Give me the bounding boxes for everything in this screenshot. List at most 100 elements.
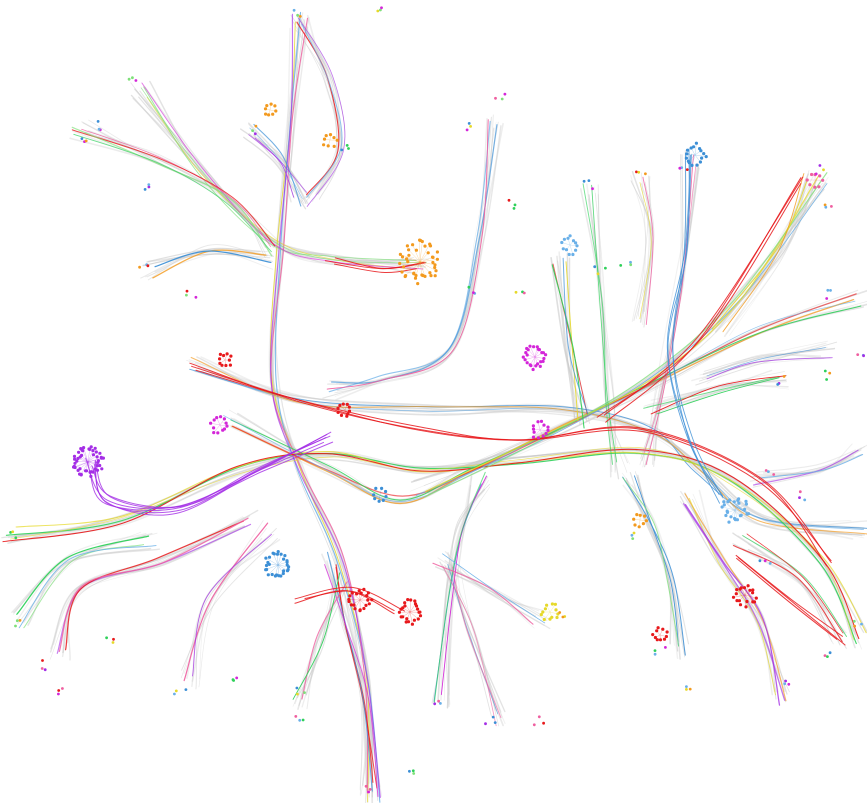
blue-edge bbox=[326, 551, 373, 792]
leaf-node bbox=[11, 530, 15, 534]
magenta-hub-cluster-node bbox=[528, 363, 532, 367]
orange-red-hub-cluster-node bbox=[400, 255, 405, 259]
leaf-node bbox=[376, 9, 380, 13]
yellow-cluster-node bbox=[553, 602, 558, 606]
leaf-node bbox=[484, 722, 487, 726]
red-cluster-node bbox=[664, 634, 669, 639]
leaf-node bbox=[251, 129, 255, 133]
purple-edge bbox=[298, 17, 346, 207]
magenta-cluster-spoke bbox=[213, 424, 221, 433]
grey-edge-bundle bbox=[654, 379, 787, 409]
leaf-node bbox=[294, 715, 298, 718]
light-blue-hub-cluster-node bbox=[732, 500, 736, 504]
red-cluster-node bbox=[228, 363, 232, 367]
orange-edge bbox=[722, 173, 805, 333]
red-cluster-node bbox=[366, 598, 370, 602]
orange-red-hub-cluster-node bbox=[426, 251, 430, 255]
purple-edge bbox=[89, 435, 331, 511]
red-cluster-spoke bbox=[348, 599, 361, 601]
red-cluster-node bbox=[734, 592, 738, 596]
leaf-node bbox=[368, 788, 372, 791]
red-hub-cluster-node bbox=[409, 598, 413, 602]
red-cluster-node bbox=[366, 591, 370, 595]
magenta-hub-cluster-node bbox=[537, 348, 542, 352]
yellow-edge bbox=[639, 182, 652, 320]
grey-edge-bundle bbox=[448, 567, 506, 713]
green-edge bbox=[16, 535, 150, 615]
blue-cluster-node bbox=[684, 156, 689, 160]
leaf-node bbox=[298, 718, 302, 722]
orange-cluster-node bbox=[324, 134, 328, 138]
red-cluster-node bbox=[745, 599, 749, 604]
orange-red-hub-cluster-node bbox=[433, 263, 437, 267]
leaf-node bbox=[80, 137, 84, 141]
purple-edge bbox=[270, 13, 381, 798]
purple-hub-cluster-spoke bbox=[83, 447, 89, 463]
blue-hub-cluster-node bbox=[282, 569, 286, 573]
magenta-cluster-node bbox=[532, 430, 536, 434]
magenta-edge bbox=[440, 475, 487, 696]
orange-red-hub-cluster-spoke bbox=[419, 244, 430, 263]
magenta-cluster-node bbox=[531, 427, 536, 431]
red-edge bbox=[746, 533, 844, 634]
pink-cluster-node bbox=[810, 172, 814, 177]
grey-edge-bundle bbox=[658, 383, 789, 409]
red-cluster-node bbox=[345, 414, 349, 418]
leaf-node bbox=[787, 682, 791, 686]
blue-hub-cluster-node bbox=[283, 554, 287, 558]
leaf-node bbox=[823, 203, 827, 207]
red-cluster-spoke bbox=[352, 592, 361, 601]
leaf-node bbox=[782, 375, 786, 378]
pink-edge bbox=[451, 566, 502, 719]
grey-edge-bundle bbox=[274, 19, 383, 797]
orange-red-hub-cluster-spoke bbox=[419, 261, 431, 273]
purple-hub-cluster-spoke bbox=[76, 460, 89, 463]
blue-hub-cluster-node bbox=[266, 560, 270, 565]
yellow-cluster-node bbox=[550, 602, 555, 606]
leaf-node bbox=[184, 688, 188, 691]
purple-hub-cluster-node bbox=[88, 470, 92, 474]
light-blue-hub-cluster-node bbox=[738, 514, 743, 518]
red-cluster-node bbox=[367, 602, 371, 606]
red-cluster-node bbox=[358, 609, 362, 613]
blue-cluster-node bbox=[686, 159, 691, 163]
light-blue-hub-cluster-node bbox=[722, 503, 726, 507]
yellow-cluster-node bbox=[542, 617, 546, 622]
grey-edge-bundle bbox=[297, 588, 341, 710]
red-cluster-spoke bbox=[736, 589, 746, 596]
orange-red-hub-cluster-node bbox=[430, 255, 435, 259]
grey-edge-bundle bbox=[154, 247, 274, 273]
pink-cluster-node bbox=[808, 183, 812, 187]
orange-cluster-node bbox=[633, 523, 637, 527]
grey-edge-bundle bbox=[62, 525, 246, 654]
leaf-node bbox=[173, 692, 176, 696]
magenta-cluster-node bbox=[531, 435, 536, 439]
red-cluster-node bbox=[746, 584, 750, 588]
purple-edge bbox=[684, 503, 781, 706]
orange-red-hub-cluster-spoke bbox=[401, 261, 421, 273]
leaf-node bbox=[494, 96, 497, 100]
orange-red-hub-cluster-spoke bbox=[419, 261, 423, 276]
orange-red-hub-cluster-node bbox=[435, 257, 439, 261]
leaf-node bbox=[131, 76, 134, 80]
magenta-cluster-node bbox=[215, 416, 219, 420]
grey-edge-bundle bbox=[708, 353, 822, 376]
orange-red-hub-cluster-node bbox=[411, 243, 415, 247]
blue-hub-cluster-node bbox=[273, 574, 277, 578]
grey-edge-bundle bbox=[181, 538, 278, 671]
leaf-node bbox=[143, 188, 147, 191]
leaf-node bbox=[644, 172, 647, 176]
yellow-edge bbox=[688, 497, 776, 696]
red-hub-cluster-node bbox=[418, 610, 422, 614]
leaf-node bbox=[96, 120, 100, 123]
green-edge bbox=[643, 376, 780, 409]
leaf-node bbox=[798, 490, 802, 494]
purple-edge bbox=[248, 134, 307, 193]
magenta-hub-cluster-node bbox=[525, 353, 529, 357]
magenta-cluster-node bbox=[221, 428, 225, 432]
light-blue-hub-cluster-node bbox=[722, 500, 726, 504]
leaf-node bbox=[97, 127, 101, 131]
blue-cluster-node bbox=[702, 152, 706, 156]
